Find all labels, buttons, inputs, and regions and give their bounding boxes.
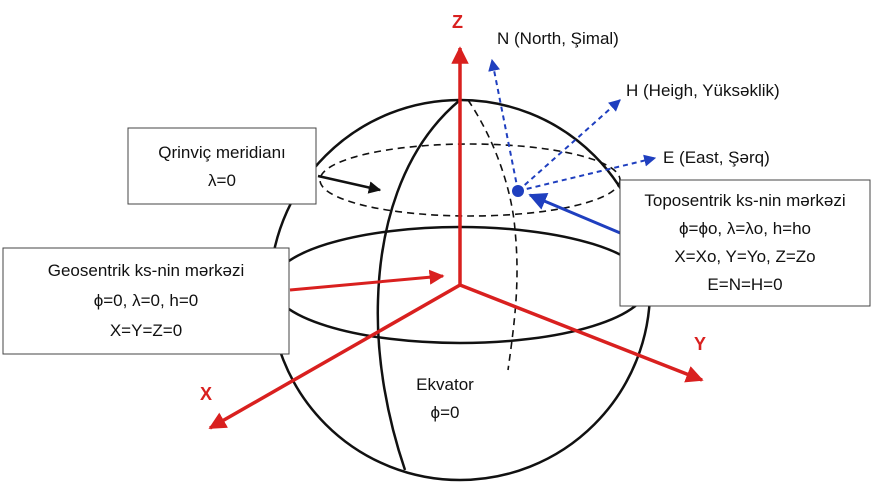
greenwich-box-line1: Qrinviç meridianı — [158, 143, 286, 162]
e-axis-label: E (East, Şərq) — [663, 148, 770, 167]
n-axis-label: N (North, Şimal) — [497, 29, 619, 48]
x-axis-label: X — [200, 384, 212, 404]
y-axis — [459, 283, 704, 383]
topocentric-pointer-arrow — [528, 192, 626, 237]
equator-label-line2: ϕ=0 — [431, 403, 460, 422]
equator-label-line1: Ekvator — [416, 375, 474, 394]
topocentric-meridian-dashed — [467, 99, 518, 371]
geocentric-box-line2: ϕ=0, λ=0, h=0 — [94, 291, 199, 310]
geocentric-box-line3: X=Y=Z=0 — [110, 321, 182, 340]
y-axis-label: Y — [694, 334, 706, 354]
topocentric-box-line3: X=Xo, Y=Yo, Z=Zo — [674, 247, 815, 266]
topocentric-box-line2: ϕ=ϕo, λ=λo, h=ho — [679, 219, 811, 238]
geocentric-box — [2, 247, 290, 355]
geocentric-pointer-arrow — [289, 269, 445, 292]
parallel-dashed-ellipse — [319, 143, 621, 217]
geocentric-box-line1: Geosentrik ks-nin mərkəzi — [48, 261, 245, 280]
x-axis — [208, 283, 461, 430]
greenwich-pointer-arrow — [317, 174, 382, 194]
topocentric-box — [619, 179, 871, 307]
topocentric-box-line1: Toposentrik ks-nin mərkəzi — [644, 191, 845, 210]
n-axis — [488, 58, 519, 192]
e-axis — [517, 154, 657, 192]
topocentric-box-line4: E=N=H=0 — [707, 275, 782, 294]
h-axis-label: H (Heigh, Yüksəklik) — [626, 81, 780, 100]
greenwich-box — [127, 127, 317, 205]
h-axis — [517, 99, 621, 192]
greenwich-meridian-arc — [376, 99, 461, 471]
greenwich-box-line2: λ=0 — [208, 171, 236, 190]
z-axis-label: Z — [452, 12, 463, 32]
